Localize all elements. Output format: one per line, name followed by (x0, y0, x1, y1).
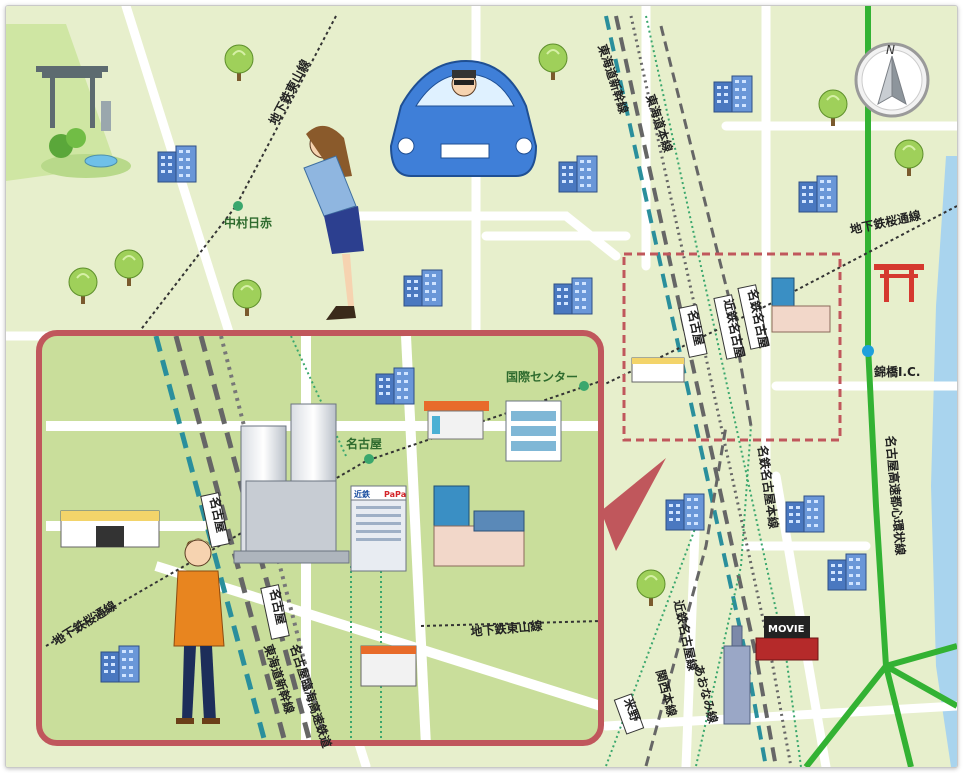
map-frame: N (5, 5, 958, 768)
svg-text:名古屋: 名古屋 (685, 309, 707, 347)
station-label-nagoya[interactable]: 名古屋 (346, 436, 382, 451)
woman-icon (303, 125, 364, 320)
kintetsu-sign: 近鉄 (354, 489, 371, 499)
car-icon (389, 59, 538, 177)
convenience-store-icon (60, 510, 160, 548)
shrine-park-icon (36, 66, 131, 178)
compass-icon: N (854, 42, 930, 118)
rail-lines (604, 15, 802, 767)
tower-building-icon (723, 625, 751, 725)
highlight-buildings (631, 277, 831, 383)
tag-nagoya-top[interactable]: 名古屋 (678, 304, 708, 358)
kintetsu-building-icon: 近鉄 PaPa (350, 485, 407, 572)
man-icon (173, 538, 225, 724)
tag-meitetsu-nagoya[interactable]: 名鉄名古屋 (737, 284, 772, 350)
station-label-kokusai-center[interactable]: 国際センター (506, 369, 578, 384)
tag-nagoya-inset2[interactable]: 名古屋 (260, 584, 290, 640)
station-building-icon (505, 400, 562, 462)
expressway (803, 6, 957, 767)
map-canvas[interactable]: N (6, 6, 957, 767)
station-label-nakamura[interactable]: 中村日赤 (224, 215, 272, 230)
line-label-higashiyama-inset: 地下鉄東山線 (470, 618, 543, 639)
movie-theater-icon: MOVIE (755, 616, 819, 661)
small-store-icon (360, 645, 417, 687)
river (931, 156, 957, 767)
twin-towers-icon (233, 403, 350, 564)
tag-nagoya-inset[interactable]: 名古屋 (200, 492, 230, 548)
svg-text:名古屋: 名古屋 (207, 496, 229, 534)
svg-text:名古屋: 名古屋 (267, 588, 289, 626)
highlight-box (622, 252, 842, 442)
ic-label-sakurahashi[interactable]: 錦橋I.C. (873, 364, 920, 379)
park-area (6, 24, 116, 181)
inset-map[interactable]: 近鉄 PaPa (36, 330, 666, 746)
gas-station-icon (424, 401, 489, 440)
movie-sign: MOVIE (768, 624, 805, 635)
station-markers (233, 201, 874, 464)
torii-icon (874, 264, 924, 302)
papa-sign: PaPa (384, 490, 406, 499)
meitetsu-building-icon (433, 485, 525, 567)
compass-north-label: N (886, 43, 895, 57)
